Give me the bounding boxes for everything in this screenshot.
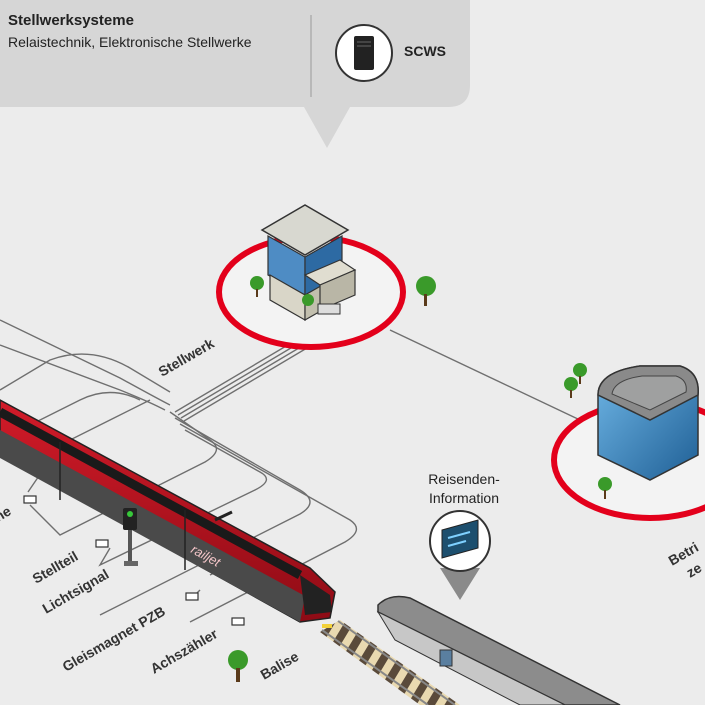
callout-bubble [0,0,470,148]
railway-track [320,620,460,705]
callout-system-label: SCWS [404,43,446,59]
label-left-partial: ne [0,502,14,524]
passenger-info-icon[interactable] [429,510,491,600]
tree-icon [416,276,436,306]
callout-subtitle: Relaistechnik, Elektronische Stellwerke [8,34,252,50]
label-stellwerk: Stellwerk [156,335,217,380]
tree-icon [228,650,248,682]
light-signal [123,508,138,566]
label-stellteil: Stellteil [30,548,81,587]
callout-title: Stellwerksysteme [8,12,134,29]
label-right-partial-2: ze [684,559,705,580]
label-balise: Balise [258,648,302,683]
label-passenger-info-1: Reisenden- [428,471,500,487]
tree-pair-icon [564,363,587,398]
train[interactable]: railjet [0,399,336,628]
platform-canopy [376,595,621,705]
label-passenger-info-2: Information [429,490,499,506]
label-achszaehler: Achszähler [148,625,221,676]
server-icon [335,24,393,82]
field-devices [23,495,245,626]
operations-center-building[interactable] [551,365,705,521]
signal-box-building[interactable] [216,204,406,350]
